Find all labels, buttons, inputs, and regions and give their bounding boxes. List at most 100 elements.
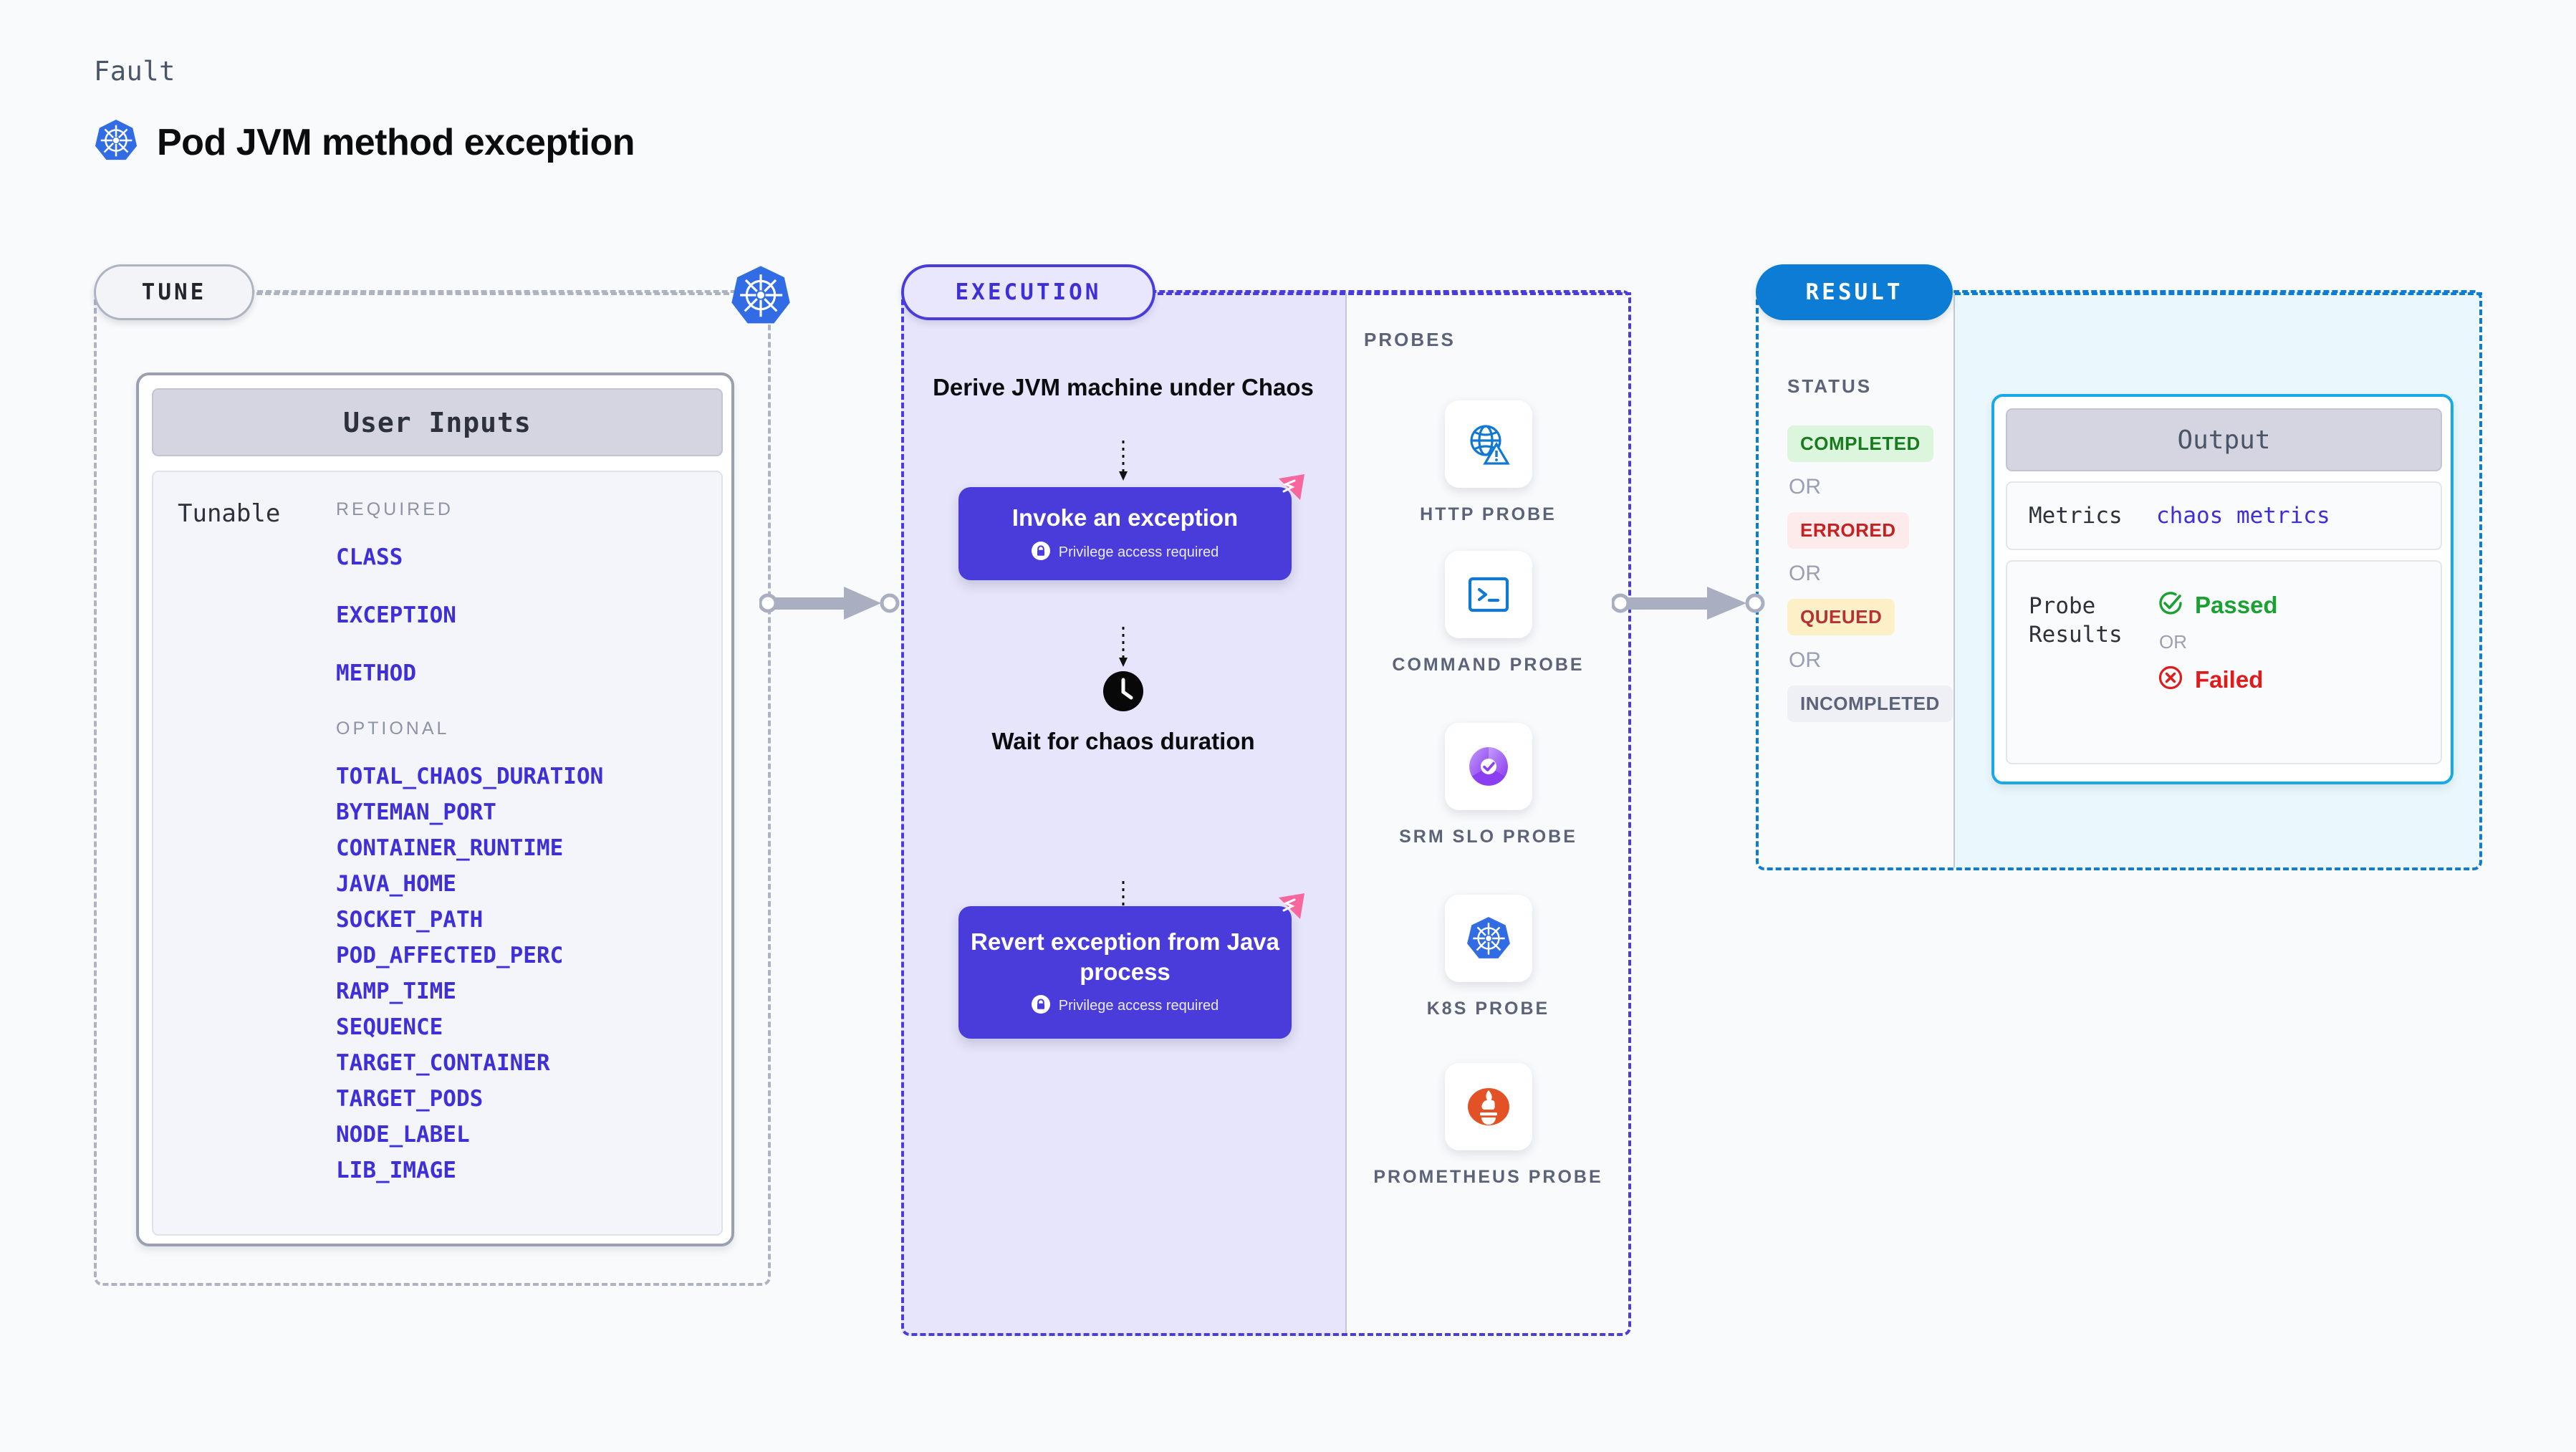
stage-pill-result[interactable]: RESULT xyxy=(1756,264,1953,320)
probe-label: PROMETHEUS PROBE xyxy=(1373,1167,1603,1187)
status-badge: QUEUED xyxy=(1787,599,1895,635)
prometheus-icon xyxy=(1444,1063,1532,1150)
probe-failed-label: Failed xyxy=(2195,665,2264,693)
lock-icon xyxy=(1031,541,1050,564)
tunable-item[interactable]: NODE_LABEL xyxy=(336,1122,470,1148)
execution-step-title: Revert exception from Java process xyxy=(970,928,1279,985)
tunable-item[interactable]: POD_AFFECTED_PERC xyxy=(336,943,564,968)
page-title-row: Pod JVM method exception xyxy=(94,118,635,166)
x-circle-icon xyxy=(2156,663,2185,696)
tunable-item[interactable]: CONTAINER_RUNTIME xyxy=(336,835,564,861)
probe-item[interactable]: SRM SLO PROBE xyxy=(1348,723,1628,850)
execution-step-box[interactable]: Revert exception from Java process Privi… xyxy=(958,893,1304,1039)
probe-item[interactable]: COMMAND PROBE xyxy=(1348,551,1628,678)
lock-icon xyxy=(1031,994,1050,1018)
status-badge: COMPLETED xyxy=(1787,425,1933,462)
status-or-label: OR xyxy=(1789,648,1821,672)
result-output-divider xyxy=(1953,293,1955,867)
user-inputs-card: User Inputs Tunable REQUIRED CLASS EXCEP… xyxy=(136,372,734,1246)
tunable-item[interactable]: EXCEPTION xyxy=(336,602,456,628)
probe-passed-label: Passed xyxy=(2195,591,2278,618)
tunable-item[interactable]: RAMP_TIME xyxy=(336,979,456,1004)
probe-item[interactable]: K8S PROBE xyxy=(1348,895,1628,1021)
terminal-icon xyxy=(1444,551,1532,638)
probe-results-row: Probe Results Passed OR xyxy=(2006,560,2442,764)
check-circle-icon xyxy=(2156,589,2185,621)
flow-arrow-down xyxy=(1118,627,1129,672)
output-title: Output xyxy=(2006,408,2442,471)
optional-group-heading: OPTIONAL xyxy=(336,718,450,739)
execution-region xyxy=(901,290,1631,1336)
status-column: STATUS COMPLETED OR ERRORED OR QUEUED OR… xyxy=(1759,293,1953,867)
probes-column: PROBES HTTP PROBE xyxy=(1348,293,1628,1333)
result-region xyxy=(1756,290,2482,870)
probe-result-passed: Passed xyxy=(2156,589,2278,621)
privilege-note-text: Privilege access required xyxy=(1058,544,1219,561)
result-connector-line xyxy=(1955,292,2482,295)
status-badge: ERRORED xyxy=(1787,512,1909,549)
fault-kicker-label: Fault xyxy=(94,56,176,87)
tunable-list: REQUIRED CLASS EXCEPTION METHOD OPTIONAL… xyxy=(336,472,721,1234)
execution-step-box[interactable]: Invoke an exception Privilege access req… xyxy=(958,474,1304,580)
probe-or-label: OR xyxy=(2159,631,2187,653)
output-card: Output Metrics chaos metrics Probe Resul… xyxy=(1991,394,2454,784)
tune-to-execution-arrow xyxy=(758,584,903,627)
status-or-label: OR xyxy=(1789,475,1821,499)
tunable-item[interactable]: JAVA_HOME xyxy=(336,871,456,897)
status-title: STATUS xyxy=(1787,375,1873,397)
chaos-fault-badge-icon xyxy=(1269,888,1309,931)
stage-pill-execution[interactable]: EXECUTION xyxy=(901,264,1155,320)
tunable-item[interactable]: SEQUENCE xyxy=(336,1014,443,1040)
probe-item[interactable]: PROMETHEUS PROBE xyxy=(1348,1063,1628,1190)
status-badge: INCOMPLETED xyxy=(1787,686,1953,722)
probe-label: SRM SLO PROBE xyxy=(1399,827,1577,847)
probe-result-failed: Failed xyxy=(2156,663,2278,696)
tunable-item[interactable]: CLASS xyxy=(336,544,403,570)
privilege-note-text: Privilege access required xyxy=(1058,998,1219,1014)
tunable-item[interactable]: METHOD xyxy=(336,660,416,686)
privilege-note: Privilege access required xyxy=(1031,541,1219,564)
kubernetes-icon xyxy=(94,118,138,166)
stage-pill-tune[interactable]: TUNE xyxy=(94,264,254,320)
page-title: Pod JVM method exception xyxy=(157,121,635,163)
probe-label: HTTP PROBE xyxy=(1420,504,1557,524)
tunable-panel: Tunable REQUIRED CLASS EXCEPTION METHOD … xyxy=(152,471,723,1236)
execution-column: Derive JVM machine under Chaos Invoke an… xyxy=(901,290,1345,1336)
tunable-item[interactable]: TARGET_PODS xyxy=(336,1086,484,1112)
execution-step-title: Invoke an exception xyxy=(1011,504,1239,532)
probe-item[interactable]: HTTP PROBE xyxy=(1348,400,1628,527)
metrics-key: Metrics xyxy=(2029,502,2123,529)
execution-to-result-arrow xyxy=(1610,584,1769,627)
tunable-item[interactable]: TARGET_CONTAINER xyxy=(336,1050,550,1076)
metrics-row: Metrics chaos metrics xyxy=(2006,481,2442,550)
execution-connector-line xyxy=(1158,292,1631,295)
metrics-value[interactable]: chaos metrics xyxy=(2156,503,2330,529)
wait-step: Wait for chaos duration xyxy=(901,670,1345,756)
tune-connector-line xyxy=(256,292,729,295)
tunable-item[interactable]: LIB_IMAGE xyxy=(336,1158,456,1183)
chaos-fault-badge-icon xyxy=(1269,468,1309,512)
tunable-item[interactable]: SOCKET_PATH xyxy=(336,907,484,933)
user-inputs-title: User Inputs xyxy=(152,388,723,456)
status-stack: COMPLETED OR ERRORED OR QUEUED OR INCOMP… xyxy=(1787,425,1953,722)
privilege-note: Privilege access required xyxy=(1031,994,1219,1018)
required-group-heading: REQUIRED xyxy=(336,499,453,519)
probe-label: K8S PROBE xyxy=(1426,999,1550,1019)
flow-arrow-down xyxy=(1118,441,1129,486)
probe-results-key: Probe Results xyxy=(2029,593,2123,648)
tunable-item[interactable]: BYTEMAN_PORT xyxy=(336,799,496,825)
probes-divider xyxy=(1345,293,1347,1333)
tune-region xyxy=(94,290,771,1286)
probes-title: PROBES xyxy=(1364,329,1456,350)
srm-slo-gauge-icon xyxy=(1444,723,1532,810)
execution-intro-text: Derive JVM machine under Chaos xyxy=(933,374,1314,400)
probe-results-value: Passed OR Failed xyxy=(2156,562,2278,696)
clock-icon xyxy=(1102,671,1145,716)
status-or-label: OR xyxy=(1789,562,1821,585)
globe-warning-icon xyxy=(1444,400,1532,488)
probe-label: COMMAND PROBE xyxy=(1392,655,1585,675)
kubernetes-icon xyxy=(731,265,791,325)
tunable-item[interactable]: TOTAL_CHAOS_DURATION xyxy=(336,764,604,789)
kubernetes-icon xyxy=(1444,895,1532,982)
tunable-label: Tunable xyxy=(178,499,281,528)
